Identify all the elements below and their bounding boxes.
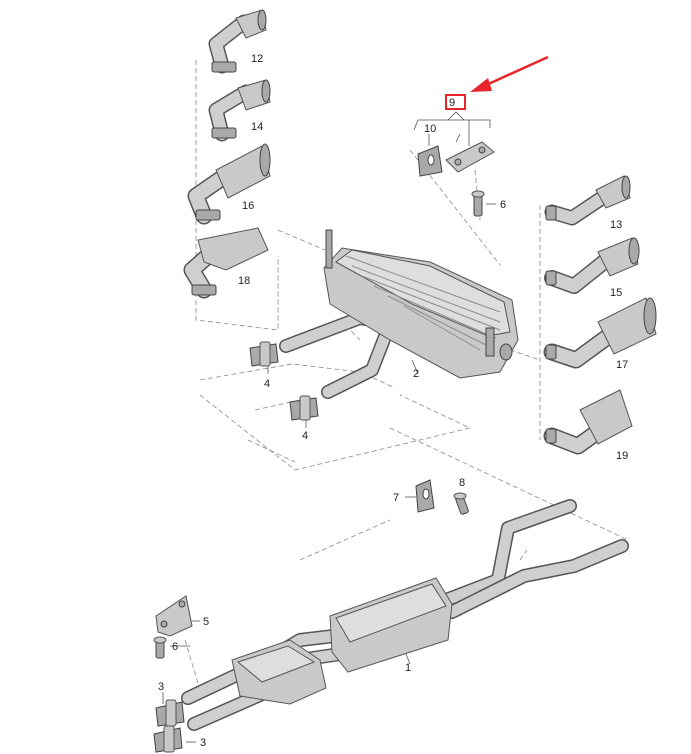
- clamp-4-lower[interactable]: [289, 395, 319, 421]
- callout-7[interactable]: 7: [393, 492, 399, 504]
- rear-silencer-2[interactable]: [279, 229, 519, 399]
- callout-5[interactable]: 5: [203, 616, 209, 628]
- callout-3-lower[interactable]: 3: [200, 737, 206, 749]
- clamp-3-lower[interactable]: [153, 725, 183, 753]
- rubber-mount-10[interactable]: [417, 145, 443, 177]
- callout-6-lower[interactable]: 6: [172, 641, 178, 653]
- leader-lines: [162, 111, 496, 743]
- rubber-mount-7[interactable]: [415, 479, 435, 513]
- callout-6-top[interactable]: 6: [500, 199, 506, 211]
- tailpipe-15[interactable]: [544, 237, 640, 294]
- mounting-bracket-9[interactable]: [445, 141, 495, 173]
- callout-4-lower[interactable]: 4: [302, 430, 308, 442]
- callout-15[interactable]: 15: [610, 287, 622, 299]
- callout-12[interactable]: 12: [251, 53, 263, 65]
- front-pipe-assembly-1[interactable]: [181, 499, 629, 731]
- bolt-8[interactable]: [453, 492, 469, 515]
- tailpipe-18[interactable]: [183, 227, 269, 299]
- callout-13[interactable]: 13: [610, 219, 622, 231]
- mounting-bracket-5[interactable]: [155, 595, 193, 637]
- bolt-6-top[interactable]: [471, 190, 485, 217]
- tailpipe-19[interactable]: [543, 389, 633, 455]
- callout-16[interactable]: 16: [242, 200, 254, 212]
- tailpipe-16[interactable]: [187, 143, 271, 225]
- callout-14[interactable]: 14: [251, 121, 263, 133]
- callout-18[interactable]: 18: [238, 275, 250, 287]
- callout-9[interactable]: 9: [449, 97, 455, 109]
- bolt-6-lower[interactable]: [153, 636, 167, 659]
- tailpipe-14[interactable]: [208, 79, 271, 142]
- callout-2[interactable]: 2: [413, 368, 419, 380]
- callout-labels: 1 2 3 3 4 4 5 6 6 7 8 9 10 12 13 14 15 1…: [158, 53, 628, 749]
- callout-19[interactable]: 19: [616, 450, 628, 462]
- callout-8[interactable]: 8: [459, 477, 465, 489]
- tailpipe-12[interactable]: [208, 9, 267, 74]
- highlight-arrow: [470, 55, 549, 92]
- tailpipe-13[interactable]: [544, 175, 631, 226]
- callout-10[interactable]: 10: [424, 123, 436, 135]
- tailpipe-17[interactable]: [543, 297, 657, 369]
- highlight-box-9: [445, 94, 466, 110]
- callout-17[interactable]: 17: [616, 359, 628, 371]
- callout-1[interactable]: 1: [405, 662, 411, 674]
- callout-3-upper[interactable]: 3: [158, 681, 164, 693]
- clamp-4-upper[interactable]: [249, 341, 279, 367]
- clamp-3-upper[interactable]: [155, 699, 185, 727]
- callout-4-upper[interactable]: 4: [264, 378, 270, 390]
